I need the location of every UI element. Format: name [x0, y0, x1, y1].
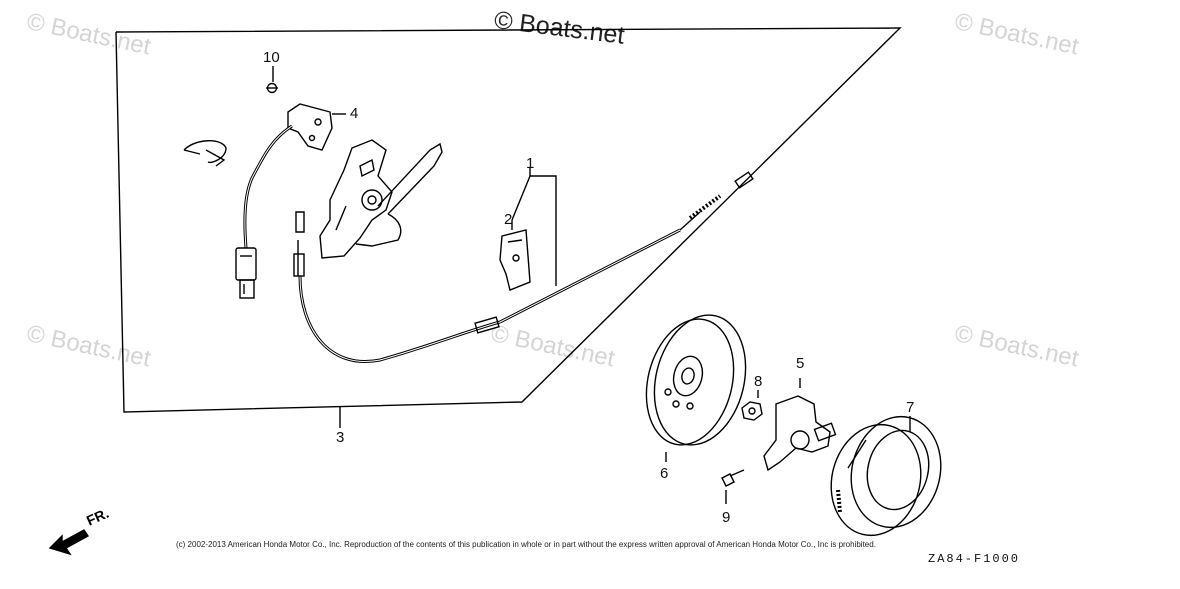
callout-3: 3 [336, 429, 345, 446]
front-direction-arrow-icon [48, 529, 90, 556]
callout-8: 8 [754, 373, 763, 390]
callout-6: 6 [660, 465, 669, 482]
figure-code: ZA84-F1000 [928, 552, 1021, 566]
callout-7: 7 [906, 399, 915, 416]
screw-icon [266, 66, 278, 94]
connector-icon [235, 247, 257, 299]
ignition-unit-icon [763, 378, 837, 472]
cable-bracket-icon [499, 229, 531, 291]
copyright-notice: (c) 2002-2013 American Honda Motor Co., … [176, 540, 876, 549]
nut-icon [741, 390, 763, 421]
bolt-icon [721, 469, 745, 504]
callout-2: 2 [504, 211, 513, 228]
wire-clip-icon [183, 140, 227, 167]
callout-9: 9 [722, 509, 731, 526]
switch-bracket-icon [287, 103, 346, 151]
callout-4: 4 [350, 105, 359, 122]
callout-1: 1 [526, 155, 535, 172]
callout-5: 5 [796, 355, 805, 372]
flywheel-icon [645, 314, 747, 462]
fan-cover-icon [830, 415, 942, 537]
throttle-cable-icon [293, 171, 754, 363]
throttle-lever-icon [319, 139, 443, 259]
callout-10: 10 [263, 49, 280, 66]
group-outline [115, 27, 902, 413]
leader-1 [530, 175, 557, 286]
